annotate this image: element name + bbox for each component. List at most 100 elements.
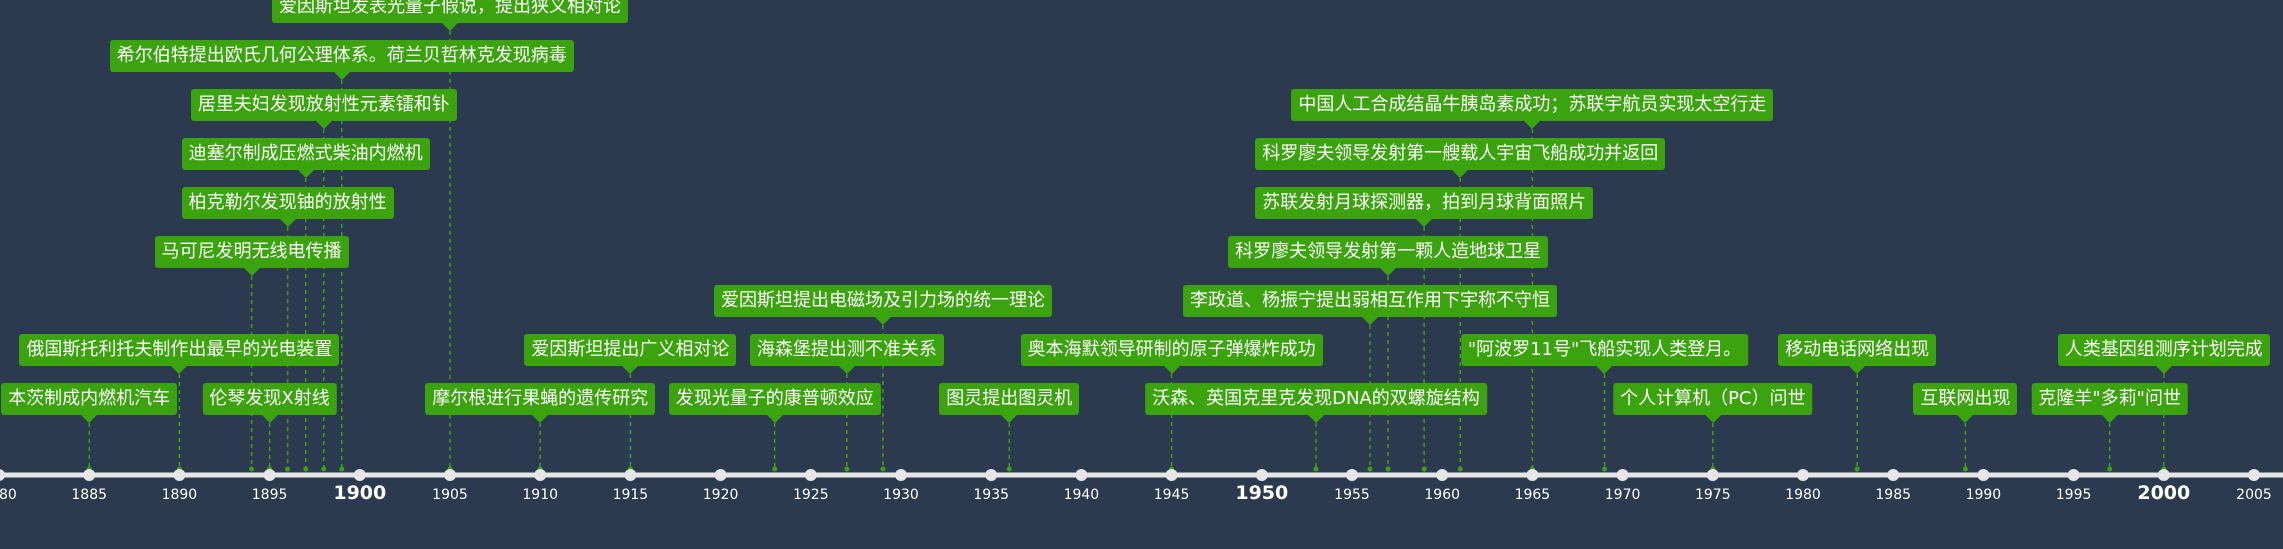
event-marker — [1385, 466, 1391, 472]
tick-dot — [1436, 469, 1449, 481]
tick-label: 1900 — [333, 482, 386, 504]
event-marker — [1006, 466, 1012, 472]
event-label: 柏克勒尔发现铀的放射性 — [181, 187, 394, 227]
event-label: 迪塞尔制成压燃式柴油内燃机 — [181, 138, 430, 178]
tick-label: 1895 — [252, 487, 288, 503]
event-label: 个人计算机（PC）问世 — [1613, 383, 1813, 423]
event-marker — [844, 466, 850, 472]
event-marker — [772, 466, 778, 472]
tick-dot — [0, 469, 5, 481]
tick-dot — [714, 469, 727, 481]
tick-dot — [444, 469, 456, 481]
event-label: 本茨制成内燃机汽车 — [1, 383, 178, 423]
tick-label: 1910 — [522, 487, 558, 503]
tick-dot — [2248, 469, 2260, 481]
event-label: 李政道、杨振宁提出弱相互作用下宇称不守恒 — [1183, 285, 1558, 325]
tick-dot — [173, 469, 186, 481]
event-label: 伦琴发现X射线 — [202, 383, 337, 423]
event-label: 希尔伯特提出欧氏几何公理体系。荷兰贝哲林克发现病毒 — [109, 40, 574, 80]
event-marker — [2107, 466, 2113, 472]
tick-label: 1995 — [2056, 487, 2092, 503]
event-label: 爱因斯坦提出电磁场及引力场的统一理论 — [713, 285, 1052, 325]
tick-dot — [1887, 469, 1900, 481]
event-label: 中国人工合成结晶牛胰岛素成功；苏联宇航员实现太空行走 — [1291, 89, 1774, 129]
event-label: "阿波罗11号"飞船实现人类登月。 — [1460, 334, 1749, 374]
event-label: 爱因斯坦提出广义相对论 — [524, 334, 737, 374]
event-label: 俄国斯托利托夫制作出最早的光电装置 — [19, 334, 340, 374]
event-label: 互联网出现 — [1913, 383, 2018, 423]
event-label: 图灵提出图灵机 — [939, 383, 1080, 423]
event-label: 科罗廖夫领导发射第一艘载人宇宙飞船成功并返回 — [1255, 138, 1666, 178]
event-marker — [321, 466, 327, 472]
tick-label: 1930 — [883, 487, 919, 503]
tick-dot — [985, 469, 998, 481]
tick-dot — [353, 469, 366, 481]
tick-label: 2005 — [2236, 487, 2272, 503]
tick-dot — [1075, 469, 1088, 481]
tick-dot — [1346, 469, 1358, 481]
event-label: 海森堡提出测不准关系 — [749, 334, 944, 374]
event-label: 人类基因组测序计划完成 — [2057, 334, 2270, 374]
event-marker — [1421, 466, 1427, 472]
event-label: 克隆羊"多莉"问世 — [2031, 383, 2188, 423]
tick-label: 1975 — [1695, 487, 1731, 503]
tick-label: 1925 — [793, 487, 829, 503]
event-label: 马可尼发明无线电传播 — [154, 236, 349, 276]
event-label: 爱因斯坦发表光量子假说，提出狭义相对论 — [272, 0, 628, 31]
event-marker — [249, 466, 255, 472]
tick-dot — [83, 469, 96, 481]
tick-label: 1945 — [1154, 487, 1190, 503]
event-marker — [1962, 466, 1968, 472]
tick-label: 1885 — [71, 487, 107, 503]
tick-label: 1965 — [1515, 487, 1551, 503]
event-marker — [1457, 466, 1463, 472]
event-label: 科罗廖夫领导发射第一颗人造地球卫星 — [1228, 236, 1549, 276]
event-marker — [339, 466, 345, 472]
event-marker — [1602, 466, 1608, 472]
event-marker — [1313, 466, 1319, 472]
tick-dot — [804, 469, 817, 481]
event-marker — [285, 466, 291, 472]
tick-dot — [1977, 469, 1990, 481]
event-label: 居里夫妇发现放射性元素镭和钋 — [190, 89, 457, 129]
tick-label: 1970 — [1605, 487, 1641, 503]
tick-label: 1915 — [613, 487, 649, 503]
tick-dot — [1706, 469, 1719, 481]
tick-label: 1955 — [1334, 487, 1370, 503]
tick-dot — [1255, 469, 1268, 481]
tick-label: 1985 — [1875, 487, 1911, 503]
tick-label: 1890 — [162, 487, 198, 503]
event-label: 摩尔根进行果蝇的遗传研究 — [425, 383, 656, 423]
tick-dot — [624, 469, 637, 481]
tick-label: 1960 — [1424, 487, 1460, 503]
tick-dot — [263, 469, 276, 481]
tick-dot — [534, 469, 547, 481]
tick-label: 1880 — [0, 487, 17, 503]
event-label: 沃森、英国克里克发现DNA的双螺旋结构 — [1145, 383, 1487, 423]
tick-label: 1905 — [432, 487, 468, 503]
tick-dot — [1797, 469, 1809, 481]
tick-label: 1950 — [1235, 482, 1288, 504]
tick-dot — [1526, 469, 1539, 481]
event-marker — [1367, 466, 1373, 472]
tick-label: 1980 — [1785, 487, 1821, 503]
tick-label: 1920 — [703, 487, 739, 503]
tick-dot — [2067, 469, 2080, 481]
event-label: 奥本海默领导研制的原子弹爆炸成功 — [1020, 334, 1323, 374]
event-marker — [1854, 466, 1860, 472]
tick-dot — [2157, 469, 2170, 481]
event-marker — [880, 466, 886, 472]
tick-dot — [895, 469, 907, 481]
tick-dot — [1616, 469, 1629, 481]
event-label: 移动电话网络出现 — [1778, 334, 1937, 374]
tick-label: 1990 — [1966, 487, 2002, 503]
tick-label: 1935 — [973, 487, 1009, 503]
event-label: 发现光量子的康普顿效应 — [668, 383, 881, 423]
tick-label: 2000 — [2137, 482, 2190, 504]
tick-dot — [1165, 469, 1178, 481]
tick-label: 1940 — [1064, 487, 1100, 503]
event-label: 苏联发射月球探测器，拍到月球背面照片 — [1255, 187, 1594, 227]
event-marker — [303, 466, 309, 472]
